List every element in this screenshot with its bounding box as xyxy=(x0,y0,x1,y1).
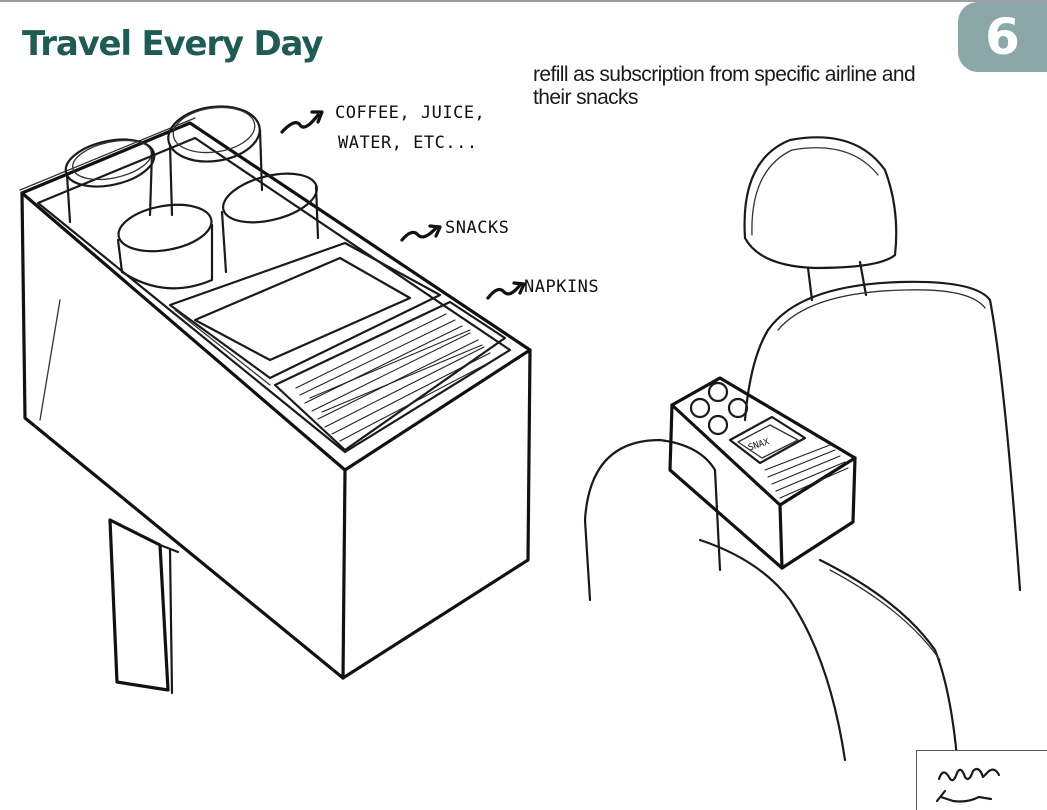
signature-area xyxy=(916,750,1047,810)
mini-cup-4 xyxy=(727,397,749,419)
signature xyxy=(935,767,1001,803)
mini-cup-2 xyxy=(707,381,729,403)
box-label: SNAX xyxy=(747,437,771,453)
mini-cup-1 xyxy=(689,397,711,419)
label-napkins: NAPKINS xyxy=(524,277,599,297)
top-divider xyxy=(0,0,1047,2)
caddy-box-mounted: SNAX xyxy=(668,376,857,570)
page-title: Travel Every Day xyxy=(22,24,323,64)
annotation-snacks: SNACKS xyxy=(400,218,509,242)
page-number-badge: 6 xyxy=(958,2,1047,72)
annotation-napkins: NAPKINS xyxy=(486,277,599,300)
mini-cup-3 xyxy=(707,414,729,436)
label-drinks-line2: WATER, ETC... xyxy=(338,133,478,153)
napkin-tray xyxy=(273,300,507,452)
cup-front-left xyxy=(116,203,214,290)
snack-tray xyxy=(168,241,442,386)
label-drinks-line1: COFFEE, JUICE, xyxy=(335,103,485,123)
cup-back-left xyxy=(64,138,156,224)
label-snacks: SNACKS xyxy=(445,218,509,238)
mounting-strap xyxy=(108,518,180,695)
annotation-drinks: COFFEE, JUICE, WATER, ETC... xyxy=(280,103,485,153)
cup-back-right xyxy=(167,105,264,217)
cup-front-right xyxy=(220,172,320,274)
design-note: refill as subscription from specific air… xyxy=(533,63,916,109)
caddy-box-large xyxy=(19,105,532,695)
airplane-seat xyxy=(583,136,1022,802)
